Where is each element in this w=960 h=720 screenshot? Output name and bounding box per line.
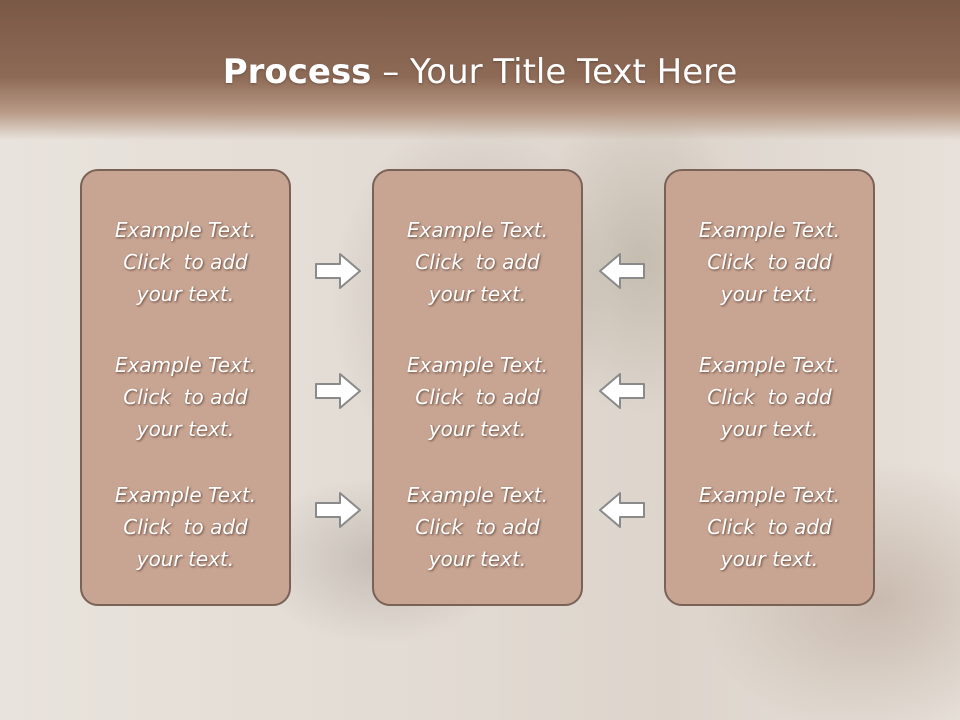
text-block[interactable]: Example Text. Click to add your text.	[82, 479, 289, 575]
text-line: Example Text.	[698, 483, 841, 507]
text-block[interactable]: Example Text. Click to add your text.	[82, 349, 289, 445]
arrow-right-icon	[315, 373, 361, 409]
slide-title[interactable]: Process – Your Title Text Here	[0, 52, 960, 92]
text-line: Example Text.	[406, 218, 549, 242]
title-rest: – Your Title Text Here	[371, 52, 738, 92]
arrow-left-icon	[599, 373, 645, 409]
text-line: your text.	[136, 282, 235, 306]
text-line: your text.	[136, 417, 235, 441]
text-line: Example Text.	[698, 218, 841, 242]
text-line: Click to add	[415, 515, 540, 539]
text-block[interactable]: Example Text. Click to add your text.	[666, 479, 873, 575]
process-box-right[interactable]: Example Text. Click to add your text. Ex…	[664, 169, 875, 606]
text-line: your text.	[428, 547, 527, 571]
text-line: Click to add	[123, 515, 248, 539]
text-line: your text.	[428, 417, 527, 441]
text-line: Example Text.	[406, 353, 549, 377]
text-block[interactable]: Example Text. Click to add your text.	[374, 479, 581, 575]
text-line: your text.	[136, 547, 235, 571]
text-block[interactable]: Example Text. Click to add your text.	[666, 214, 873, 310]
text-line: your text.	[720, 417, 819, 441]
text-block[interactable]: Example Text. Click to add your text.	[374, 349, 581, 445]
text-line: Example Text.	[114, 218, 257, 242]
text-line: Click to add	[123, 385, 248, 409]
text-line: Click to add	[707, 385, 832, 409]
text-line: Click to add	[123, 250, 248, 274]
arrow-right-icon	[315, 492, 361, 528]
text-line: Click to add	[707, 250, 832, 274]
text-line: Click to add	[707, 515, 832, 539]
title-bar	[0, 0, 960, 140]
text-block[interactable]: Example Text. Click to add your text.	[82, 214, 289, 310]
text-block[interactable]: Example Text. Click to add your text.	[374, 214, 581, 310]
text-line: your text.	[720, 547, 819, 571]
process-box-center[interactable]: Example Text. Click to add your text. Ex…	[372, 169, 583, 606]
text-line: Example Text.	[698, 353, 841, 377]
arrow-left-icon	[599, 492, 645, 528]
text-line: Example Text.	[406, 483, 549, 507]
arrow-right-icon	[315, 253, 361, 289]
process-box-left[interactable]: Example Text. Click to add your text. Ex…	[80, 169, 291, 606]
arrow-left-icon	[599, 253, 645, 289]
text-line: Example Text.	[114, 483, 257, 507]
text-line: Click to add	[415, 385, 540, 409]
text-block[interactable]: Example Text. Click to add your text.	[666, 349, 873, 445]
text-line: Example Text.	[114, 353, 257, 377]
text-line: your text.	[428, 282, 527, 306]
title-bold: Process	[222, 52, 372, 92]
text-line: your text.	[720, 282, 819, 306]
text-line: Click to add	[415, 250, 540, 274]
